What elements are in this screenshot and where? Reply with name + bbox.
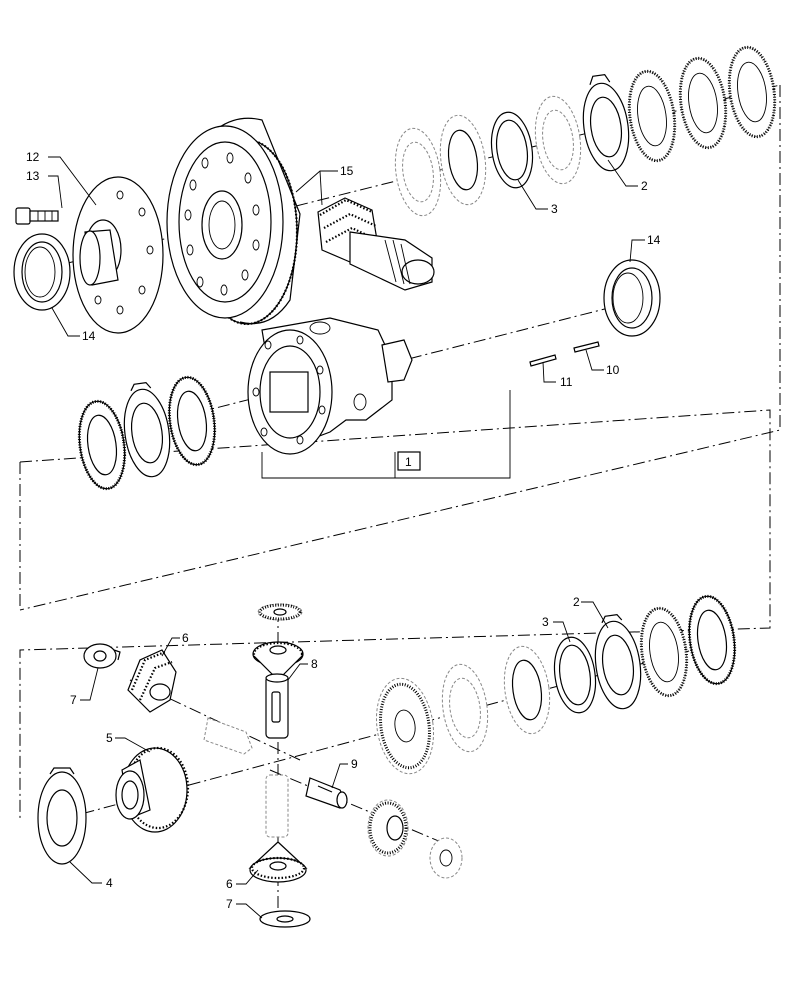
separator-plate <box>441 663 489 753</box>
friction-disc <box>77 399 127 491</box>
callout-12: 12 <box>26 150 40 164</box>
callout-3-bottom: 3 <box>542 615 549 629</box>
shim-washer <box>490 111 534 189</box>
callout-6-top: 6 <box>182 631 189 645</box>
cross-shaft-9 <box>305 777 348 809</box>
friction-disc <box>167 375 217 467</box>
cross-shaft-8 <box>265 673 289 739</box>
callout-1-box <box>397 451 421 471</box>
bottom-clutch-stack <box>375 594 737 775</box>
callout-5: 5 <box>106 731 113 745</box>
flange-cover <box>72 176 164 334</box>
pinion-gear-bottom <box>248 841 308 883</box>
pinion-gear-top <box>252 641 304 681</box>
callout-7-top: 7 <box>70 693 77 707</box>
bearing-cup-right <box>603 259 661 337</box>
callout-3-top: 3 <box>551 202 558 216</box>
bearing-cup-left <box>13 233 71 311</box>
top-clutch-stack <box>394 45 777 217</box>
connection-frame <box>19 85 781 820</box>
pinion-gear-right-ghost <box>367 799 409 857</box>
pinion-washer-bottom <box>259 910 311 928</box>
side-gear-ghost <box>375 677 435 775</box>
friction-disc <box>639 606 689 698</box>
callout-2-bottom: 2 <box>573 595 580 609</box>
friction-disc <box>503 645 551 735</box>
bolt-holes <box>184 152 260 296</box>
separator-plate <box>394 127 442 217</box>
callout-9: 9 <box>351 757 358 771</box>
callout-7-bottom: 7 <box>226 897 233 911</box>
callout-2-top: 2 <box>641 179 648 193</box>
flange-bolt <box>15 207 59 225</box>
callout-8: 8 <box>311 657 318 671</box>
differential-case <box>247 317 413 455</box>
callout-15: 15 <box>340 164 354 178</box>
separator-plate <box>123 382 171 478</box>
middle-clutch-stack <box>77 375 217 491</box>
friction-disc <box>678 56 728 150</box>
callout-4: 4 <box>106 876 113 890</box>
separator-plate <box>582 74 630 172</box>
roll-pin-10 <box>573 341 600 353</box>
pinion-washer-upper <box>83 643 121 669</box>
pinion-washer-top <box>257 603 303 621</box>
separator-plate <box>594 614 642 710</box>
callout-14-right: 14 <box>647 233 661 247</box>
roll-pin-11 <box>529 354 557 367</box>
friction-disc <box>687 594 737 686</box>
callout-11: 11 <box>560 375 573 389</box>
thrust-washer-4 <box>37 767 87 865</box>
leader-lines <box>48 156 645 919</box>
side-gear-5 <box>115 746 190 833</box>
callout-1: 1 <box>405 455 412 469</box>
shim-washer <box>553 636 597 714</box>
pinion-gear-upper <box>127 649 177 713</box>
callout-10: 10 <box>606 363 620 377</box>
callout-13: 13 <box>26 169 40 183</box>
callout-6-bottom: 6 <box>226 877 233 891</box>
friction-disc <box>439 114 487 206</box>
friction-disc <box>727 45 777 139</box>
separator-plate <box>534 95 582 185</box>
pinion-shaft <box>317 197 435 291</box>
pinion-washer-right-ghost <box>429 837 463 879</box>
cross-shaft-8-ghost <box>265 774 289 838</box>
cross-shaft-9-ghost <box>203 717 253 755</box>
ring-gear <box>166 117 301 326</box>
callout-labels: 12 13 14 15 14 2 3 11 10 1 2 3 6 7 5 8 9… <box>26 150 661 911</box>
callout-14-left: 14 <box>82 329 96 343</box>
friction-disc <box>627 69 677 163</box>
